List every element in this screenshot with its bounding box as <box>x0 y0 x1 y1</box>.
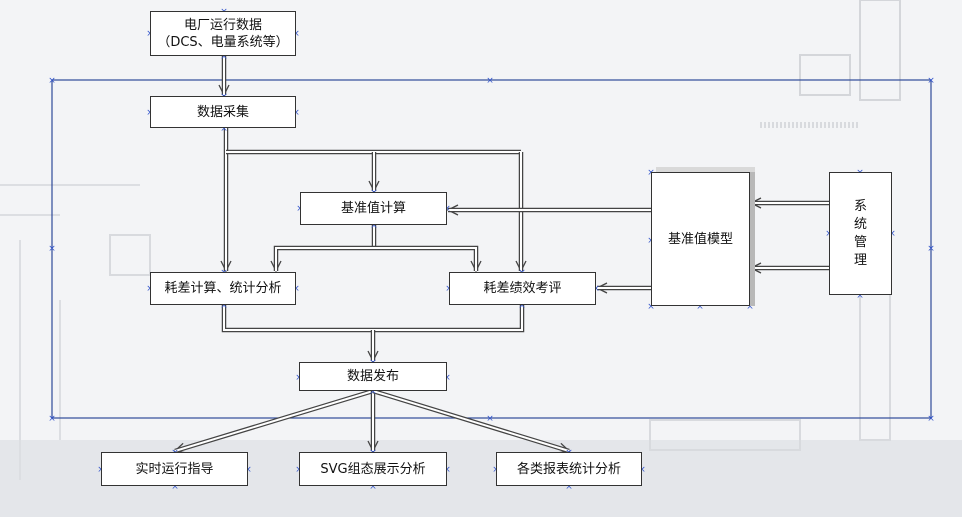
arrow-group <box>175 56 829 451</box>
selection-handle[interactable]: × <box>927 414 935 424</box>
baseline-model-label: 基准值模型 <box>667 231 733 247</box>
deviation-calc-label: 耗差计算、统计分析 <box>164 281 282 296</box>
data-collection-label: 数据采集 <box>196 104 249 120</box>
selection-handle[interactable]: × <box>443 204 451 214</box>
selection-handle[interactable]: × <box>220 301 228 311</box>
publish-to-reports-arrow <box>372 388 569 451</box>
svg-display-label: SVG组态展示分析 <box>320 461 426 477</box>
selection-handle[interactable]: × <box>647 302 655 312</box>
reports-label: 各类报表统计分析 <box>516 461 621 477</box>
selection-handle[interactable]: × <box>746 168 754 178</box>
selection-handle[interactable]: × <box>486 76 494 86</box>
baseline-left-branch <box>276 245 374 271</box>
data-publish-label: 数据发布 <box>346 369 399 384</box>
source-node[interactable]: 电厂运行数据 （DCS、电量系统等） <box>150 11 296 56</box>
selection-handle[interactable]: × <box>888 229 896 239</box>
selection-handle[interactable]: × <box>292 284 300 294</box>
selection-handle[interactable]: × <box>292 108 300 118</box>
baseline-model-node[interactable]: 基准值模型 <box>651 172 750 306</box>
publish-to-realtime-arrow <box>175 388 374 451</box>
selection-handle[interactable]: × <box>856 291 864 301</box>
selection-handle[interactable]: × <box>638 465 646 475</box>
selection-handle[interactable]: × <box>746 302 754 312</box>
data-publish-node[interactable]: 数据发布 <box>299 362 447 391</box>
selection-handle[interactable]: × <box>220 124 228 134</box>
selection-handle[interactable]: × <box>746 236 754 246</box>
selection-handle[interactable]: × <box>443 373 451 383</box>
baseline-right-branch <box>374 245 476 271</box>
system-management-label: 系 统 管 理 <box>853 198 867 268</box>
selection-handle[interactable]: × <box>48 76 56 86</box>
baseline-calc-node[interactable]: 基准值计算 <box>300 192 447 225</box>
performance-eval-node[interactable]: 耗差绩效考评 <box>449 272 596 305</box>
svg-display-node[interactable]: SVG组态展示分析 <box>299 452 447 486</box>
deviation-down-line <box>221 305 373 333</box>
reports-node[interactable]: 各类报表统计分析 <box>496 452 642 486</box>
selection-handle[interactable]: × <box>369 482 377 492</box>
selection-handle[interactable]: × <box>220 52 228 62</box>
realtime-guide-label: 实时运行指导 <box>135 461 214 477</box>
deviation-calc-node[interactable]: 耗差计算、统计分析 <box>150 272 296 305</box>
selection-handle[interactable]: × <box>518 301 526 311</box>
baseline-calc-label: 基准值计算 <box>340 201 406 216</box>
source-label: 电厂运行数据 （DCS、电量系统等） <box>157 17 289 50</box>
selection-handle[interactable]: × <box>244 465 252 475</box>
selection-handle[interactable]: × <box>565 482 573 492</box>
selection-handle[interactable]: × <box>48 414 56 424</box>
selection-handle[interactable]: × <box>592 284 600 294</box>
selection-handle[interactable]: × <box>292 29 300 39</box>
selection-handle[interactable]: × <box>370 221 378 231</box>
selection-handle[interactable]: × <box>696 302 704 312</box>
eval-down-line <box>373 305 525 333</box>
selection-handle[interactable]: × <box>171 482 179 492</box>
selection-handle[interactable]: × <box>443 465 451 475</box>
data-collection-node[interactable]: 数据采集 <box>150 96 296 128</box>
selection-handle[interactable]: × <box>486 414 494 424</box>
selection-handle[interactable]: × <box>48 244 56 254</box>
system-management-node[interactable]: 系 统 管 理 <box>829 172 892 295</box>
selection-handle[interactable]: × <box>927 244 935 254</box>
performance-eval-label: 耗差绩效考评 <box>483 281 562 296</box>
realtime-guide-node[interactable]: 实时运行指导 <box>101 452 248 486</box>
selection-handle[interactable]: × <box>369 387 377 397</box>
system-boundary-frame <box>51 79 932 419</box>
selection-handle[interactable]: × <box>927 76 935 86</box>
